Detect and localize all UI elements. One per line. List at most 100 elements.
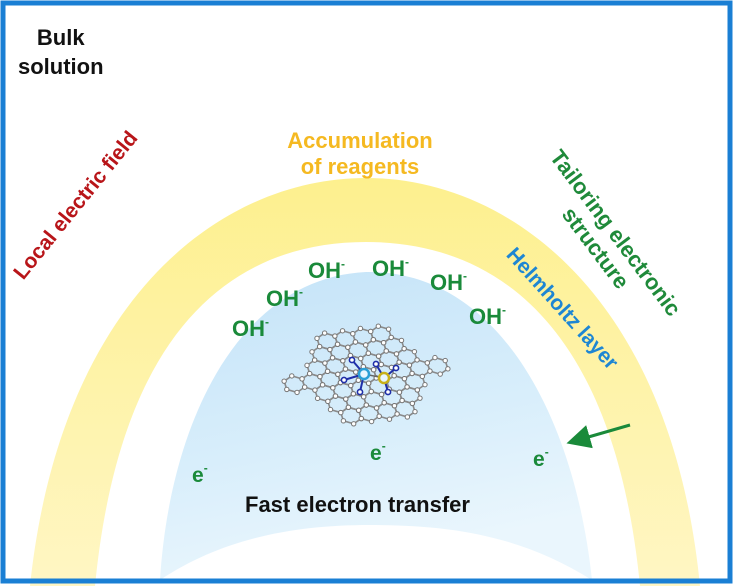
nitrogen-atom [340, 376, 348, 384]
carbon-atom [375, 323, 382, 329]
carbon-atom [442, 357, 448, 364]
carbon-atom [368, 388, 374, 395]
carbon-atom [330, 385, 336, 391]
carbon-atom [414, 357, 420, 363]
carbon-atom [301, 384, 308, 390]
carbon-atom [306, 370, 313, 377]
graphene-catalyst-sheet [281, 323, 451, 427]
electron-base: e [370, 442, 382, 465]
carbon-atom [345, 404, 352, 411]
carbon-atom [312, 387, 318, 393]
carbon-atom [368, 418, 375, 425]
bulk-solution-label: Bulk solution [18, 24, 104, 81]
ion-base: OH [372, 256, 405, 281]
carbon-atom [393, 351, 400, 357]
carbon-atom [314, 335, 320, 342]
carbon-atom [338, 409, 344, 416]
carbon-atom [386, 416, 393, 422]
carbon-atom [325, 398, 331, 405]
carbon-atom [378, 391, 385, 398]
electron-base: e [533, 448, 545, 471]
electron-label: e- [533, 446, 549, 470]
nitrogen-atom [356, 388, 364, 396]
carbon-atom [363, 342, 369, 348]
hydroxide-ion: OH- [266, 286, 303, 310]
carbon-atom [309, 349, 315, 355]
carbon-atom [391, 403, 398, 409]
carbon-atom [289, 373, 295, 379]
carbon-atom [348, 382, 354, 389]
carbon-atom [388, 334, 394, 341]
carbon-atom [322, 360, 328, 366]
carbon-atom [394, 411, 400, 417]
carbon-atom [345, 344, 351, 350]
carbon-atom [437, 371, 443, 377]
carbon-atom [378, 361, 384, 368]
carbon-atom [329, 355, 336, 361]
ion-charge: - [265, 315, 269, 329]
carbon-atom [304, 362, 310, 369]
metal-site-2 [377, 371, 391, 385]
ion-base: OH [469, 304, 502, 329]
carbon-atom [324, 368, 331, 375]
carbon-atom [358, 415, 365, 422]
carbon-atom [399, 397, 405, 404]
carbon-atom [357, 325, 364, 332]
electron-charge: - [381, 439, 386, 453]
ion-charge: - [405, 255, 409, 269]
fast-electron-transfer-label: Fast electron transfer [245, 492, 470, 517]
carbon-atom [404, 384, 410, 390]
hydroxide-ion: OH- [469, 304, 506, 328]
carbon-atom [411, 348, 418, 355]
carbon-atom [401, 375, 408, 382]
accumulation-band [30, 178, 700, 586]
carbon-atom [412, 408, 418, 415]
carbon-atom [427, 368, 433, 374]
carbon-atom [380, 339, 387, 346]
hydroxide-ion: OH- [308, 258, 345, 282]
carbon-atom [327, 406, 334, 413]
carbon-atom [365, 350, 372, 356]
ion-charge: - [502, 303, 506, 317]
carbon-atom [332, 393, 339, 399]
hydroxide-ion: OH- [232, 316, 269, 340]
carbon-atom [353, 369, 359, 375]
carbon-atom [319, 382, 326, 388]
electron-label: e- [192, 462, 208, 486]
carbon-atom [311, 357, 318, 363]
carbon-atom [432, 354, 438, 361]
carbon-atom [350, 391, 357, 397]
carbon-atom [406, 362, 413, 368]
electron-base: e [192, 464, 204, 487]
carbon-atom [417, 395, 423, 401]
carbon-atom [419, 373, 426, 380]
ion-base: OH [308, 258, 341, 283]
carbon-atom [332, 333, 338, 339]
carbon-atom [398, 337, 405, 344]
hydroxide-ion: OH- [372, 256, 409, 280]
carbon-atom [381, 400, 387, 406]
electron-label: e- [370, 440, 386, 464]
metal-site-1 [357, 367, 371, 381]
accumulation-label-line2: of reagents [300, 154, 420, 180]
carbon-atom [335, 371, 341, 378]
carbon-atom [284, 386, 290, 393]
hydroxide-ion: OH- [430, 270, 467, 294]
carbon-atom [360, 394, 367, 400]
carbon-atom [376, 413, 382, 419]
accumulation-label-line1: Accumulation [287, 128, 433, 153]
nitrogen-atom [392, 364, 400, 372]
carbon-atom [281, 378, 287, 384]
ion-base: OH [430, 270, 463, 295]
carbon-atom [414, 387, 421, 393]
carbon-atom [373, 405, 380, 411]
carbon-atom [321, 330, 328, 336]
electron-charge: - [544, 445, 549, 459]
carbon-atom [317, 373, 323, 380]
carbon-atom [370, 367, 377, 373]
accumulation-label: Accumulation of reagents [270, 128, 450, 181]
carbon-atom [367, 328, 374, 335]
carbon-atom [391, 372, 397, 379]
